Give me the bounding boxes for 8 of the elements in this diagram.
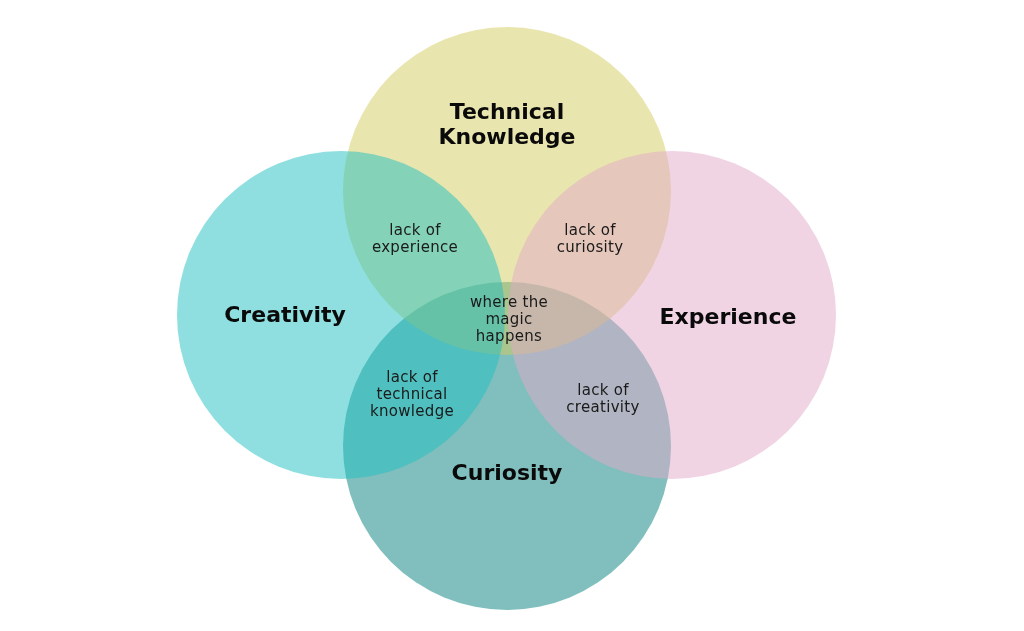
set-label: Creativity bbox=[223, 301, 347, 327]
set-label: Experience bbox=[658, 303, 798, 329]
set-label: Curiosity bbox=[450, 459, 564, 485]
overlap-label: lack of experience bbox=[370, 222, 460, 256]
overlap-label: lack of creativity bbox=[565, 382, 641, 416]
set-label: Technical Knowledge bbox=[437, 99, 577, 149]
overlap-label: lack of curiosity bbox=[555, 222, 625, 256]
overlap-label: lack of technical knowledge bbox=[369, 368, 455, 420]
